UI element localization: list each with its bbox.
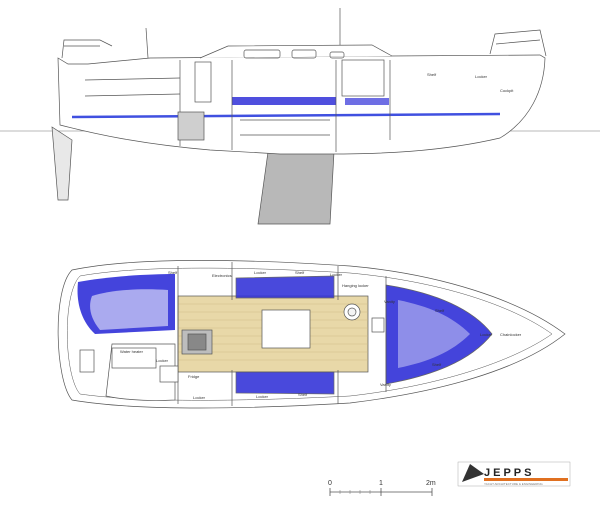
settee-port	[235, 275, 335, 299]
head-compartment	[341, 59, 385, 97]
plan-label-locker-bottom-2: Locker	[256, 394, 269, 399]
companionway	[194, 61, 212, 103]
scale-bar: 0 1 2m	[328, 480, 436, 496]
scale-label-1: 1	[379, 480, 383, 487]
plan-label-shelf-bow: Shelf	[432, 362, 442, 367]
galley-sink	[159, 365, 179, 383]
scale-label-0: 0	[328, 480, 332, 487]
plan-label-shelf-top-2: Shelf	[295, 270, 305, 275]
logo-tagline: YACHT ARCHITECTURE & ENGINEERING	[484, 482, 543, 486]
chart-table	[111, 347, 157, 369]
plan-label-fridge: Fridge	[188, 374, 200, 379]
plan-label-vanity-1: Vanity	[384, 299, 395, 304]
plan-view	[57, 260, 566, 409]
plan-label-chain-locker: Chainlocker	[500, 332, 522, 337]
plan-label-locker-bow: Locker	[480, 332, 493, 337]
profile-label-shelf: Shelf	[427, 72, 437, 77]
deckhouse	[199, 44, 393, 59]
profile-label-locker: Locker	[475, 74, 488, 79]
stern-locker-1	[79, 349, 95, 373]
profile-view	[0, 8, 600, 225]
plan-label-locker-top-2: Locker	[330, 272, 343, 277]
scale-label-2m: 2m	[426, 480, 436, 487]
v-berth-white	[398, 300, 470, 368]
settee-starboard	[235, 371, 335, 395]
plan-label-water-heater: Water heater	[120, 349, 144, 354]
engine-profile	[177, 111, 205, 141]
sheer-stripe	[71, 112, 501, 119]
plan-label-locker-bottom-1: Locker	[193, 395, 206, 400]
hull-plan-inner	[67, 267, 553, 401]
plan-label-locker-top-1: Locker	[254, 270, 267, 275]
rudder	[51, 126, 73, 201]
cabin-window-2	[291, 49, 317, 59]
stern-pulpit	[61, 39, 113, 59]
profile-label-cockpit: Cockpit	[500, 88, 514, 93]
profile-cushion-2	[345, 98, 389, 105]
plan-label-shelf-1: Shelf	[168, 270, 178, 275]
plan-label-locker-mid: Locker	[156, 358, 169, 363]
saloon-table	[261, 309, 311, 349]
bow-pulpit	[489, 29, 547, 57]
plan-label-vanity-2: Vanity	[380, 382, 391, 387]
plan-label-shelf-right: Shelf	[435, 308, 445, 313]
logo-name: JEPPS	[484, 467, 534, 479]
cabin-window-1	[243, 49, 281, 59]
plan-label-hanging-locker: Hanging locker	[342, 283, 369, 288]
logo-mark	[462, 464, 484, 482]
v-berth	[385, 284, 493, 385]
profile-cushion-1	[232, 97, 336, 105]
plan-label-electronics: Electronics	[212, 273, 232, 278]
backstay-stub	[145, 27, 149, 59]
cabin-window-3	[329, 51, 345, 59]
cockpit-cushion-white	[90, 289, 168, 330]
head-basin	[371, 317, 385, 333]
logo-accent-bar	[484, 478, 568, 481]
plan-label-shelf-bottom: Shelf	[298, 392, 308, 397]
keel	[257, 151, 335, 225]
designer-logo: JEPPS YACHT ARCHITECTURE & ENGINEERING	[457, 461, 571, 487]
